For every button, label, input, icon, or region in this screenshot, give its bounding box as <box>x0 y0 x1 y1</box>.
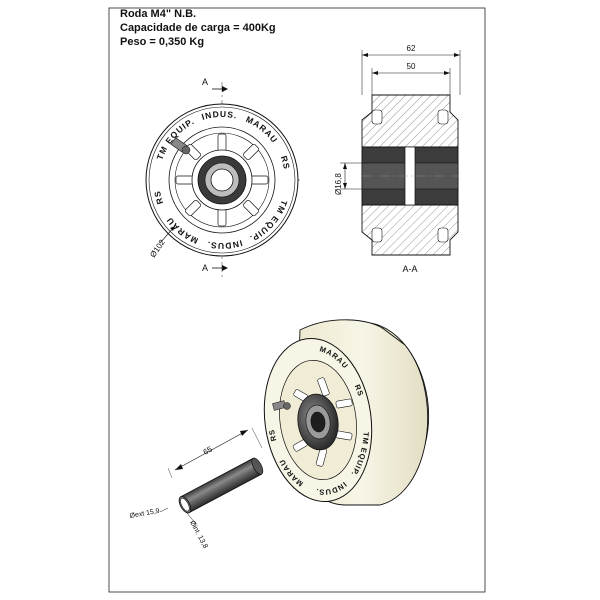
title-line-capacity: Capacidade de carga = 400Kg <box>120 22 276 34</box>
tube-int-diameter: Øint. 13,8 <box>188 520 208 550</box>
tube-ext-diameter: Øext 15,9 <box>129 508 160 520</box>
axle-tube: 65 Øext 15,9 Øint. 13,8 <box>129 427 264 550</box>
tube-length-dim-line <box>174 429 249 471</box>
section-title: A-A <box>402 264 417 274</box>
dim-overall: 62 <box>407 44 416 53</box>
svg-text:RS: RS <box>267 428 278 442</box>
ring-text-7: RS <box>279 154 291 170</box>
svg-text:INDUS.: INDUS. <box>205 238 243 251</box>
svg-text:RS: RS <box>152 189 165 205</box>
iso-spokes <box>292 377 353 467</box>
section-mark-top: A <box>202 77 208 87</box>
sheet-border <box>108 7 486 593</box>
title-line-model: Roda M4" N.B. <box>120 8 197 20</box>
ring-text-5: INDUS. <box>200 109 237 122</box>
section-lower-tyre <box>361 204 459 256</box>
front-view: A A <box>145 77 300 278</box>
iso-grease-nipple-icon <box>272 400 291 411</box>
title-line-weight: Peso = 0,350 Kg <box>120 36 205 48</box>
svg-text:RS: RS <box>279 154 292 170</box>
svg-text:INDUS.: INDUS. <box>200 109 238 122</box>
front-diameter-label: Ø102 <box>148 238 167 260</box>
iso-ring-text-3: RS <box>267 428 278 442</box>
dim-inner: 50 <box>407 62 416 71</box>
section-arrow-top <box>222 86 228 92</box>
section-view: 62 50 Ø16,8 <box>334 44 461 274</box>
section-arrow-bottom <box>222 265 228 271</box>
iso-bore <box>310 411 326 433</box>
tube-body <box>180 457 263 514</box>
front-text-band-inner <box>168 126 276 234</box>
iso-wheel: TM EQUIP. INDUS. MARAU RS MARAU RS <box>263 319 430 506</box>
front-bore <box>210 168 234 192</box>
tube-end-bore <box>180 498 190 512</box>
tube-length: 65 <box>202 444 215 456</box>
ring-text-1: INDUS. <box>205 238 242 251</box>
dim-bore: Ø16,8 <box>334 173 343 195</box>
section-mark-bottom: A <box>202 263 208 273</box>
svg-text:RS: RS <box>353 383 366 398</box>
grease-nipple-icon <box>170 137 191 155</box>
iso-ring-text-5: RS <box>353 383 365 398</box>
ring-text-3: RS <box>152 189 164 205</box>
